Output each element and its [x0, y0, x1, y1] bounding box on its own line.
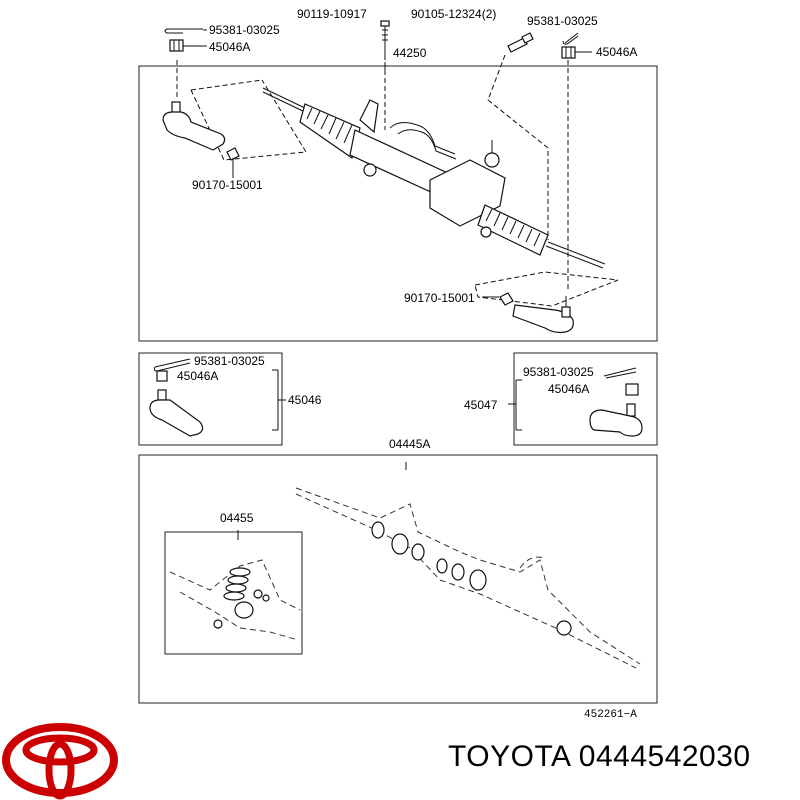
label-top-nut-left: 45046A	[209, 40, 250, 54]
castle-nut-left	[169, 39, 184, 52]
label-top-cotter-left: 95381-03025	[209, 23, 280, 37]
label-gasket-kit: 04445A	[389, 437, 430, 451]
seal-kit-drawing	[169, 530, 301, 641]
plug	[213, 619, 223, 629]
rack-assembly-panel	[138, 65, 658, 342]
castle-nut-right	[561, 46, 576, 59]
o-ring	[411, 543, 425, 561]
tie-rod-end-right	[512, 296, 574, 334]
seal-left-part	[226, 147, 240, 161]
label-left-tie-rod-end: 45046	[288, 393, 322, 407]
label-seal-right: 90170-15001	[404, 291, 475, 305]
toyota-logo	[2, 723, 118, 800]
right-tie-rod-panel	[513, 352, 658, 446]
label-top-bolt-a: 90119-10917	[297, 7, 367, 21]
spring	[223, 591, 245, 601]
o-ring	[556, 620, 572, 636]
o-ring	[436, 558, 448, 574]
spring	[225, 583, 247, 593]
gasket-kit-panel	[138, 454, 658, 704]
spring	[227, 575, 249, 585]
label-figure-ref: 452261−A	[584, 709, 637, 721]
plug	[262, 594, 270, 602]
seal-right-part	[499, 292, 514, 306]
label-left-cotter: 95381-03025	[194, 354, 265, 368]
bolt-90105	[507, 32, 534, 53]
cotter-pin-left	[164, 28, 203, 34]
seal-ring	[234, 601, 254, 619]
spring	[229, 567, 251, 577]
brand-caption: TOYOTA 0444542030	[448, 740, 751, 774]
plug	[253, 589, 263, 599]
label-top-cotter-right: 95381-03025	[527, 14, 598, 28]
o-ring	[371, 521, 385, 539]
o-ring	[469, 569, 487, 591]
gasket-kit-drawing	[295, 462, 641, 669]
o-ring	[451, 563, 465, 581]
right-panel-parts	[508, 367, 643, 437]
label-top-nut-right: 45046A	[596, 45, 637, 59]
seal-kit-panel	[164, 531, 303, 655]
cotter-pin-right	[562, 32, 579, 45]
brand-part-number: 0444542030	[578, 740, 751, 773]
brand-name: TOYOTA	[448, 740, 570, 773]
label-top-bolt-b: 90105-12324(2)	[411, 7, 496, 21]
label-right-tie-rod-end: 45047	[464, 398, 498, 412]
label-rack-assembly: 44250	[393, 46, 427, 60]
o-ring	[391, 533, 409, 555]
left-tie-rod-panel	[138, 352, 283, 446]
label-seal-kit: 04455	[220, 511, 254, 525]
label-seal-left: 90170-15001	[192, 178, 263, 192]
tie-rod-end-left	[162, 101, 226, 151]
bolt-90119	[380, 20, 390, 60]
steering-rack	[262, 87, 606, 269]
label-left-nut: 45046A	[177, 369, 218, 383]
left-panel-parts	[149, 358, 286, 437]
label-right-nut: 45046A	[548, 382, 589, 396]
label-right-cotter: 95381-03025	[523, 365, 594, 379]
